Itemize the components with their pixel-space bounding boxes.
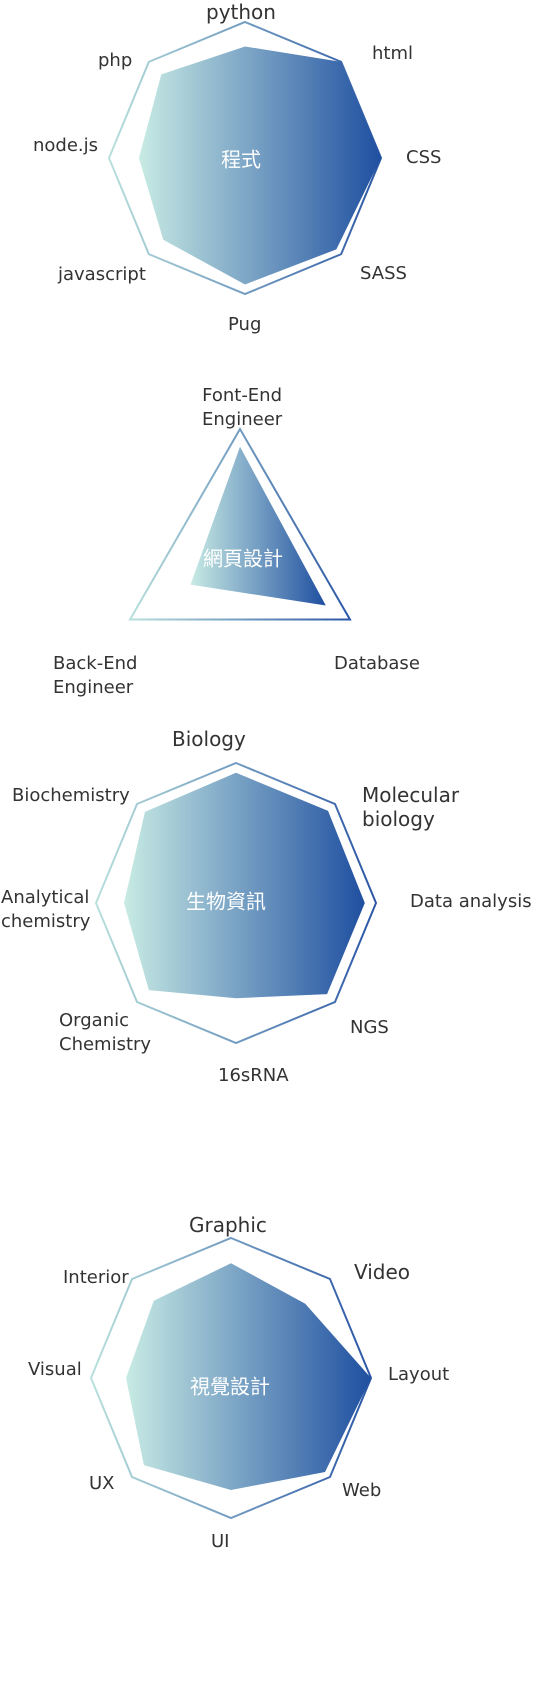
radar-outline bbox=[94, 761, 378, 1045]
radar-outline bbox=[107, 20, 383, 296]
radar-outline bbox=[128, 427, 352, 621]
axis-label: Video bbox=[354, 1260, 411, 1284]
radar-chart-visual-design: 視覺設計 Graphic Video Layout Web UI UX Visu… bbox=[0, 1200, 560, 1689]
axis-label: Molecular biology bbox=[362, 783, 460, 831]
axis-label: SASS bbox=[360, 263, 407, 284]
axis-label: Database bbox=[334, 653, 420, 674]
chart-title: 程式 bbox=[221, 147, 261, 172]
radar-svg bbox=[107, 20, 383, 296]
radar-value-shape bbox=[126, 1263, 371, 1490]
axis-label: php bbox=[98, 50, 133, 71]
axis-label: html bbox=[372, 43, 414, 64]
axis-label: Graphic bbox=[189, 1213, 267, 1237]
axis-label: Web bbox=[342, 1480, 382, 1501]
radar-chart-web-design: 網頁設計 Font-End Engineer Database Back-End… bbox=[0, 380, 560, 720]
axis-label: javascript bbox=[58, 264, 146, 285]
axis-label: node.js bbox=[33, 135, 99, 156]
chart-title: 視覺設計 bbox=[190, 1374, 270, 1399]
radar-chart-bioinformatics: 生物資訊 Biology Molecular biology Data anal… bbox=[0, 720, 560, 1100]
axis-label: Back-End Engineer bbox=[53, 653, 138, 698]
axis-label: UI bbox=[211, 1531, 230, 1552]
radar-value-shape bbox=[190, 446, 326, 606]
axis-label: 16sRNA bbox=[218, 1065, 289, 1086]
axis-label: NGS bbox=[350, 1017, 389, 1038]
axis-label: Biochemistry bbox=[12, 785, 130, 806]
radar-chart-programming: 程式 python html CSS SASS Pug javascript n… bbox=[0, 0, 560, 350]
chart-title: 網頁設計 bbox=[203, 546, 283, 571]
axis-label: Organic Chemistry bbox=[59, 1010, 152, 1055]
axis-label: Pug bbox=[228, 314, 262, 335]
radar-outline bbox=[89, 1236, 373, 1520]
axis-label: Layout bbox=[388, 1364, 450, 1385]
axis-label: UX bbox=[89, 1473, 115, 1494]
radar-svg bbox=[94, 761, 378, 1045]
axis-label: Data analysis bbox=[410, 891, 532, 912]
radar-svg bbox=[128, 427, 352, 621]
axis-label: Visual bbox=[28, 1359, 82, 1380]
axis-label: Interior bbox=[63, 1267, 129, 1288]
axis-label: CSS bbox=[406, 147, 442, 168]
axis-label: Analytical chemistry bbox=[1, 887, 91, 932]
axis-label: Font-End Engineer bbox=[202, 385, 283, 430]
radar-svg bbox=[89, 1236, 373, 1520]
radar-value-shape bbox=[138, 46, 381, 285]
chart-title: 生物資訊 bbox=[186, 889, 266, 914]
axis-label: python bbox=[206, 0, 276, 24]
axis-label: Biology bbox=[172, 727, 246, 751]
radar-value-shape bbox=[124, 772, 365, 999]
